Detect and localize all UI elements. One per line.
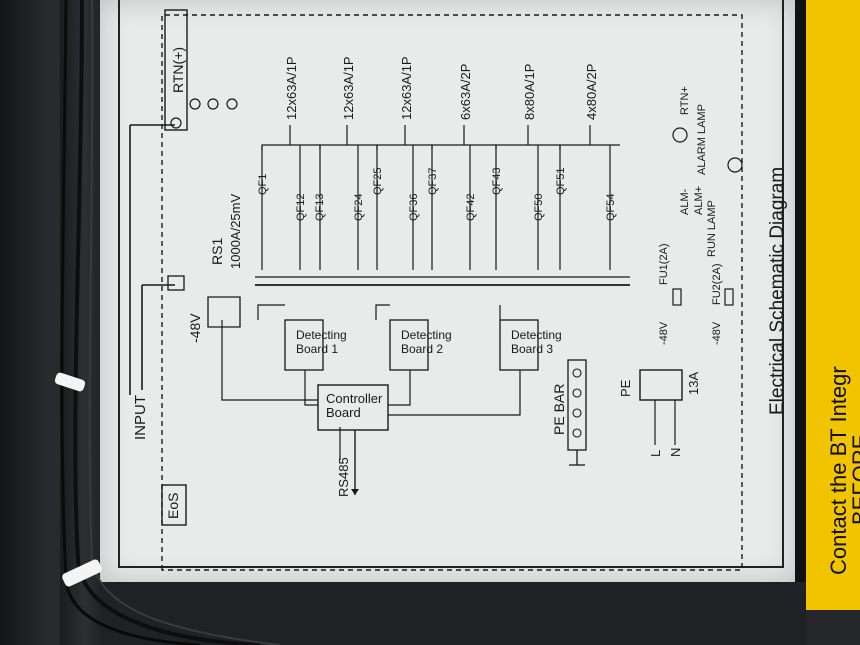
- tag-line2: BEFORE: [848, 435, 860, 525]
- detecting-board-1: [284, 319, 324, 371]
- eos-label: EoS: [165, 493, 181, 519]
- l-label: L: [648, 450, 663, 457]
- alarm-lamp-label: ALARM LAMP: [696, 104, 708, 175]
- detect2-line1: Detecting: [401, 328, 452, 342]
- tag-line1: Contact the BT Integr: [826, 366, 851, 575]
- controller-board: [317, 384, 389, 431]
- pe-bar-screws: [572, 368, 582, 438]
- breaker-wiring: [261, 145, 611, 270]
- socket-rating: 13A: [686, 372, 701, 395]
- group-ratings: 12x63A/1P 12x63A/1P 12x63A/1P 6x63A/2P 8…: [284, 56, 599, 120]
- detecting-board-3: [499, 319, 539, 371]
- rtn-plus-label: RTN+: [679, 86, 691, 115]
- rtn-terminal-block: [164, 9, 188, 131]
- detect3-line1: Detecting: [511, 328, 562, 342]
- breaker-qf12: QF12: [295, 193, 307, 221]
- breaker-qf36: QF36: [408, 193, 420, 221]
- alarm-lamp-icon: [672, 127, 688, 143]
- n-label: N: [668, 448, 683, 457]
- socket-13a: [639, 369, 683, 401]
- group-3-rating: 12x63A/1P: [399, 56, 414, 120]
- breaker-qf42: QF42: [465, 193, 477, 221]
- alm-minus-label: ALM-: [679, 188, 691, 215]
- shunt-rating: 1000A/25mV: [228, 194, 243, 269]
- fuse1-label: FU1(2A): [658, 243, 670, 285]
- breaker-qf43: QF43: [491, 167, 503, 195]
- pe-label: PE: [618, 379, 633, 397]
- detect1-line1: Detecting: [296, 328, 347, 342]
- fuse2-label: FU2(2A): [711, 263, 723, 305]
- warning-tag: [806, 0, 860, 610]
- group-5-rating: 8x80A/1P: [522, 64, 537, 120]
- lamp-minus48-2: -48V: [711, 321, 723, 345]
- cabinet-frame-right: [795, 0, 806, 645]
- controller-line1: Controller: [326, 391, 383, 406]
- breaker-qf24: QF24: [353, 193, 365, 221]
- detect3-line2: Board 3: [511, 342, 553, 356]
- detecting-board-2: [389, 319, 429, 371]
- alm-plus-label: ALM+: [693, 186, 705, 215]
- fuse1-icon: [672, 288, 682, 306]
- rtn-label: RTN(+): [170, 47, 186, 93]
- rtn-terminals: [170, 98, 238, 129]
- breaker-qf1: QF1: [257, 174, 269, 195]
- schematic-label-panel: [100, 0, 795, 582]
- schematic-panel-border: [118, 0, 784, 568]
- controller-wiring: [221, 304, 521, 460]
- input-label: INPUT: [132, 395, 149, 440]
- breaker-qf25: QF25: [372, 167, 384, 195]
- breaker-qf37: QF37: [427, 167, 439, 195]
- controller-line2: Board: [326, 405, 361, 420]
- rs485-label: RS485: [336, 457, 351, 497]
- fuse2-icon: [724, 288, 734, 306]
- breaker-qf51: QF51: [555, 167, 567, 195]
- lamp-minus48-1: -48V: [658, 321, 670, 345]
- breaker-qf13: QF13: [314, 193, 326, 221]
- diagram-title: Electrical Schematic Diagram: [767, 167, 788, 415]
- group-brackets: [261, 125, 620, 150]
- group-2-rating: 12x63A/1P: [341, 56, 356, 120]
- cabinet-bottom: [100, 582, 806, 645]
- group-6-rating: 4x80A/2P: [584, 64, 599, 120]
- shunt-label: RS1: [209, 238, 225, 265]
- run-lamp-icon: [727, 157, 743, 173]
- breaker-qf50: QF50: [533, 193, 545, 221]
- shunt-rs1: [207, 296, 241, 328]
- group-4-rating: 6x63A/2P: [458, 64, 473, 120]
- breaker-labels: QF1 QF12 QF13 QF24 QF25 QF36 QF37 QF42 Q…: [257, 167, 617, 221]
- group-1-rating: 12x63A/1P: [284, 56, 299, 120]
- pe-bar-label: PE BAR: [551, 384, 567, 435]
- eos-tag-box: [161, 484, 187, 526]
- breaker-qf54: QF54: [605, 193, 617, 221]
- detect1-line2: Board 1: [296, 342, 338, 356]
- run-lamp-label: RUN LAMP: [706, 200, 718, 257]
- eos-boundary: [161, 14, 743, 571]
- lamp-section: FU1(2A) FU2(2A) ALARM LAMP RUN LAMP ALM-…: [658, 86, 723, 345]
- minus48-label: -48V: [187, 313, 203, 343]
- detect2-line2: Board 2: [401, 342, 443, 356]
